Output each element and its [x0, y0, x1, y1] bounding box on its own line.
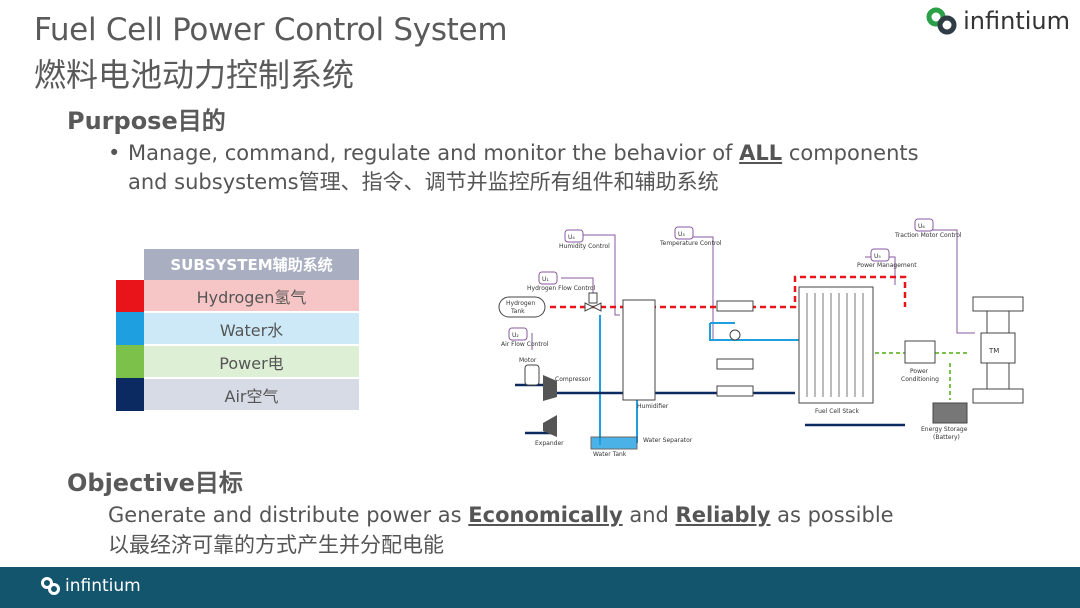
footer-logo-text: infintium [65, 576, 141, 596]
traction-motor: TM [972, 296, 1024, 404]
compressor: Compressor [543, 375, 591, 401]
water-tank-label: Water Tank [593, 451, 627, 458]
bullet-text-end: components [782, 141, 919, 165]
slide-title-cn: 燃料电池动力控制系统 [34, 56, 355, 94]
u6-controller: U₆ Traction Motor Control [894, 218, 962, 239]
compressor-label: Compressor [555, 376, 591, 383]
bullet-line-2: and subsystems管理、指令、调节并监控所有组件和辅助系统 [128, 170, 719, 194]
u1-label: U₁ [542, 276, 549, 283]
objective-text-c: and [622, 503, 676, 527]
objective-line-1: Generate and distribute power as Economi… [108, 500, 894, 530]
subsystem-legend: SUBSYSTEM辅助系统 Hydrogen氢气 Water水 Power电 A… [116, 249, 359, 412]
energy-storage-battery: Energy Storage (Battery) [921, 402, 968, 441]
energy-storage-label-2: (Battery) [933, 434, 960, 441]
purpose-bullet: • Manage, command, regulate and monitor t… [108, 139, 1008, 197]
humidifier-label: Humidifier [637, 403, 669, 410]
objective-line-2: 以最经济可靠的方式产生并分配电能 [108, 533, 444, 557]
humidifier: Humidifier [622, 299, 669, 410]
hydrogen-valve [584, 292, 602, 312]
legend-header: SUBSYSTEM辅助系统 [144, 249, 359, 280]
power-conditioning: Power Conditioning [901, 340, 939, 383]
logo-text: infintium [963, 7, 1070, 35]
footer-logo-icon [41, 577, 60, 595]
u2-label: U₂ [512, 332, 519, 339]
objective-text-a: Generate and distribute power as [108, 503, 469, 527]
purpose-heading: Purpose目的 [67, 107, 226, 135]
u5-label: U₅ [874, 253, 881, 260]
footer-logo: infintium [40, 576, 141, 596]
u6-label: U₆ [918, 223, 925, 230]
water-separator: Water Separator Water Tank [590, 436, 693, 458]
energy-storage-label: Energy Storage [921, 426, 968, 433]
hydrogen-tank-label: Hydrogen [506, 300, 535, 307]
motor: Motor [519, 357, 540, 386]
u2-caption: Air Flow Control [501, 341, 549, 348]
legend-header-spacer [116, 249, 144, 280]
hydrogen-tank-label-2: Tank [510, 308, 525, 315]
power-conditioning-label-2: Conditioning [901, 376, 939, 383]
objective-text-e: as possible [770, 503, 894, 527]
legend-water: Water水 [144, 312, 359, 346]
u1-caption: Hydrogen Flow Control [527, 285, 596, 292]
bullet-text: Manage, command, regulate and monitor th… [128, 141, 740, 165]
motor-label: Motor [519, 357, 537, 364]
legend-air: Air空气 [144, 378, 359, 412]
u4-controller: U₄ Humidity Control [559, 229, 610, 250]
u4-label: U₄ [568, 234, 575, 241]
air-swatch [116, 378, 144, 411]
water-separator-label: Water Separator [643, 437, 693, 444]
legend-power: Power电 [144, 345, 359, 379]
fuel-cell-stack-label: Fuel Cell Stack [815, 408, 859, 415]
fuel-cell-stack: Fuel Cell Stack [798, 286, 874, 415]
hydrogen-swatch [116, 280, 144, 312]
objective-text: Generate and distribute power as Economi… [108, 500, 894, 560]
u4-caption: Humidity Control [559, 243, 610, 250]
objective-emphasis-economically: Economically [468, 503, 623, 527]
infintium-logo-icon [926, 7, 957, 35]
power-line [875, 352, 970, 400]
brand-logo: infintium [925, 6, 1070, 36]
u5-caption: Power Management [857, 262, 917, 269]
objective-emphasis-reliably: Reliably [675, 503, 771, 527]
heat-exchanger [716, 300, 754, 397]
u3-controller: U₃ Temperature Control [659, 226, 722, 247]
hydrogen-tank: Hydrogen Tank [498, 296, 546, 318]
u5-controller: U₅ Power Management [857, 248, 917, 269]
bullet-emphasis: ALL [739, 141, 783, 165]
u6-caption: Traction Motor Control [894, 232, 962, 239]
u3-label: U₃ [678, 231, 685, 238]
u1-controller: U₁ Hydrogen Flow Control [527, 271, 596, 292]
water-swatch [116, 312, 144, 345]
u2-controller: U₂ Air Flow Control [501, 327, 549, 348]
legend-hydrogen: Hydrogen氢气 [144, 280, 359, 313]
bullet-dot: • [108, 141, 121, 165]
power-swatch [116, 345, 144, 378]
objective-heading: Objective目标 [67, 469, 243, 497]
expander-label: Expander [535, 440, 564, 447]
tm-label: TM [988, 347, 999, 355]
footer-bar: infintium [0, 567, 1080, 608]
fuel-cell-system-diagram: U₄ Humidity Control U₃ Temperature Contr… [498, 218, 1024, 458]
expander: Expander [535, 415, 564, 447]
slide-title-en: Fuel Cell Power Control System [34, 12, 508, 48]
power-conditioning-label: Power [910, 368, 929, 375]
u3-caption: Temperature Control [659, 240, 722, 247]
